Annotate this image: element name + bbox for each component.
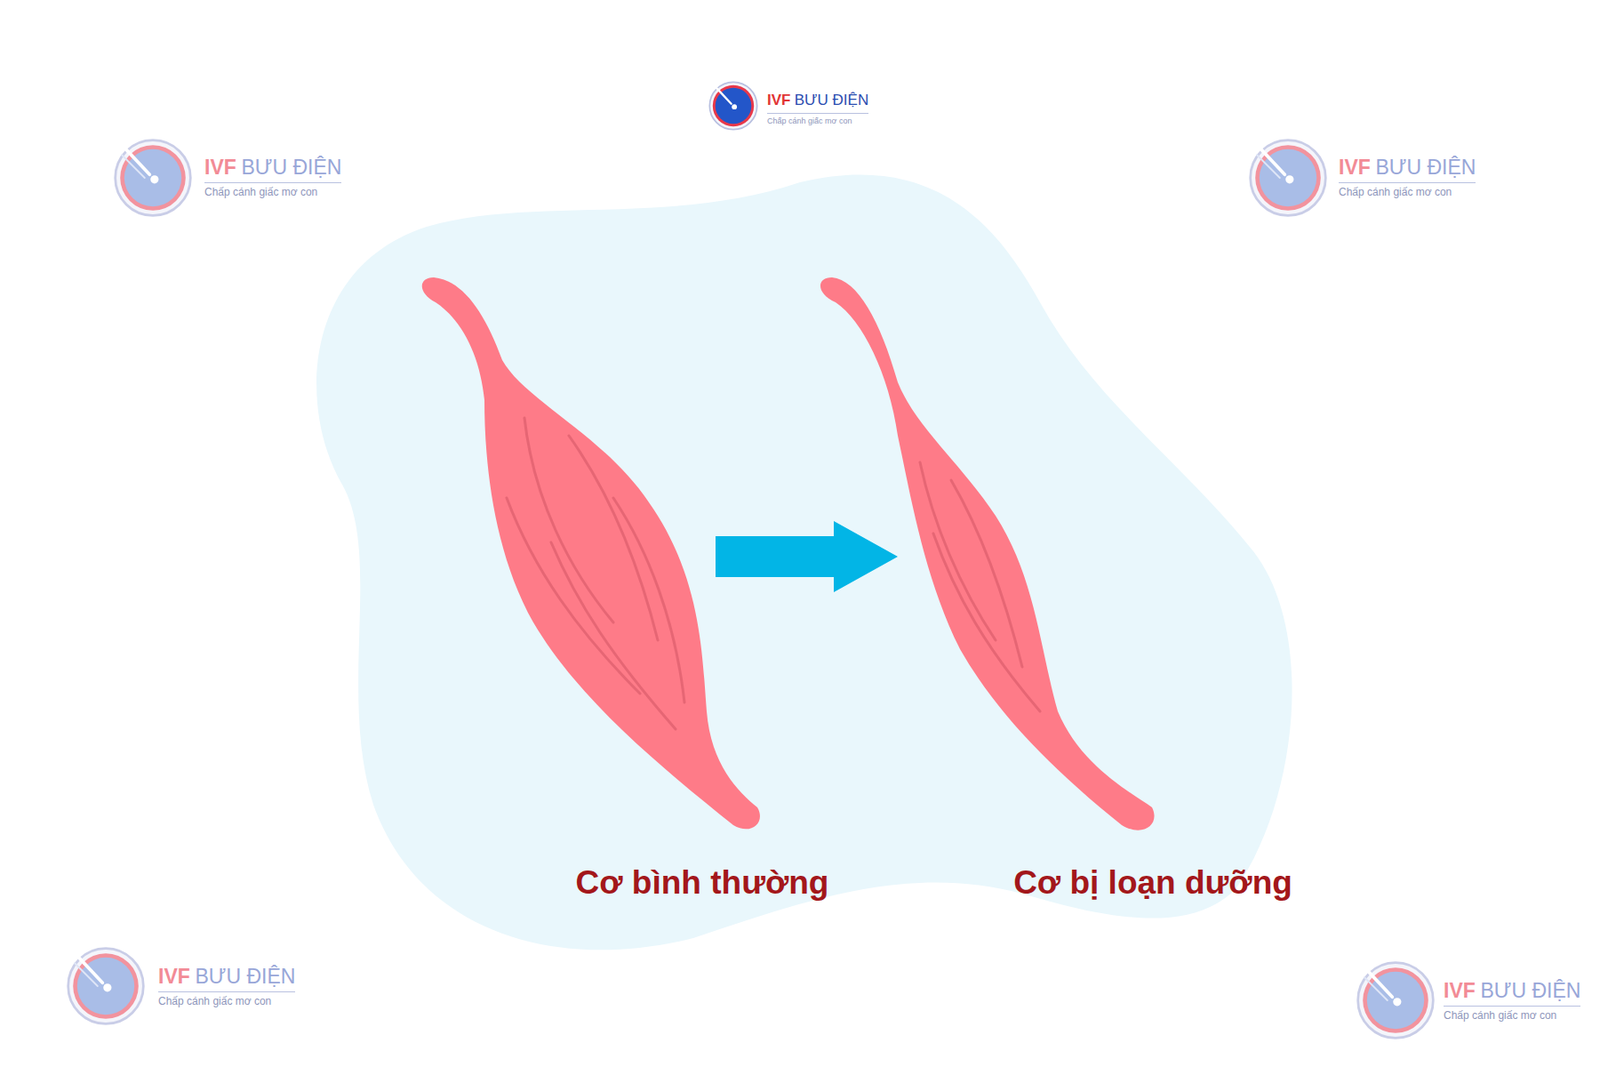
watermark-slogan: Chấp cánh giấc mơ con bbox=[204, 182, 342, 199]
watermark: IVFBƯU ĐIỆN Chấp cánh giấc mơ con bbox=[1443, 979, 1581, 1022]
watermark-row: IVFBƯU ĐIỆN bbox=[204, 156, 342, 179]
background-blob bbox=[316, 175, 1292, 951]
muscle-body bbox=[422, 277, 760, 829]
muscle-fiber bbox=[933, 533, 1040, 712]
logo-icon bbox=[1250, 140, 1327, 216]
muscle-fiber bbox=[568, 435, 658, 640]
watermark-row: IVFBƯU ĐIỆN bbox=[158, 965, 296, 988]
logo-icon bbox=[709, 81, 757, 129]
muscle-shape: Cơ bình thường bbox=[417, 266, 716, 836]
watermark-brand: BƯU ĐIỆN bbox=[794, 92, 869, 110]
muscle-outline bbox=[417, 266, 716, 836]
logo-icon bbox=[115, 140, 192, 216]
logo-icon bbox=[1358, 962, 1434, 1039]
watermark-brand: IVF bbox=[1338, 156, 1371, 179]
muscle-body bbox=[820, 277, 1155, 831]
watermark-row: IVFBƯU ĐIỆN bbox=[1443, 979, 1581, 1002]
watermark-brand: IVF bbox=[1443, 979, 1476, 1002]
watermark-slogan: Chấp cánh giấc mơ con bbox=[1443, 1005, 1581, 1022]
watermark-brand: IVF bbox=[767, 92, 791, 110]
muscle-outline bbox=[897, 266, 1165, 836]
watermark: IVFBƯU ĐIỆN Chấp cánh giấc mơ con bbox=[767, 92, 869, 127]
block-arrow bbox=[715, 520, 898, 592]
watermark-brand: BƯU ĐIỆN bbox=[1480, 979, 1582, 1002]
watermark-slogan: Chấp cánh giấc mơ con bbox=[767, 112, 869, 127]
watermark-row: IVFBƯU ĐIỆN bbox=[1338, 156, 1476, 179]
watermark: IVFBƯU ĐIỆN Chấp cánh giấc mơ con bbox=[1338, 156, 1476, 199]
muscle-fiber bbox=[551, 542, 676, 729]
muscle-fiber bbox=[506, 497, 640, 694]
watermark: IVFBƯU ĐIỆN Chấp cánh giấc mơ con bbox=[204, 156, 342, 199]
watermark-brand: IVF bbox=[158, 965, 191, 988]
watermark-brand: BƯU ĐIỆN bbox=[1376, 156, 1477, 179]
watermark-slogan: Chấp cánh giấc mơ con bbox=[1338, 182, 1476, 199]
watermark-brand: BƯU ĐIỆN bbox=[241, 156, 343, 179]
muscle-label: Cơ bị loạn dưỡng bbox=[1013, 864, 1293, 903]
muscle-fiber bbox=[613, 497, 685, 703]
muscle-fiber bbox=[524, 417, 614, 623]
watermark-row: IVFBƯU ĐIỆN bbox=[767, 92, 869, 110]
watermark: IVFBƯU ĐIỆN Chấp cánh giấc mơ con bbox=[158, 965, 296, 1008]
logo-icon bbox=[68, 948, 144, 1024]
muscle-shape: Cơ bị loạn dưỡng bbox=[897, 266, 1165, 836]
watermark-brand: BƯU ĐIỆN bbox=[195, 965, 296, 988]
watermark-brand: IVF bbox=[204, 156, 237, 179]
muscle-label: Cơ bình thường bbox=[576, 864, 830, 903]
watermark-slogan: Chấp cánh giấc mơ con bbox=[158, 991, 296, 1008]
